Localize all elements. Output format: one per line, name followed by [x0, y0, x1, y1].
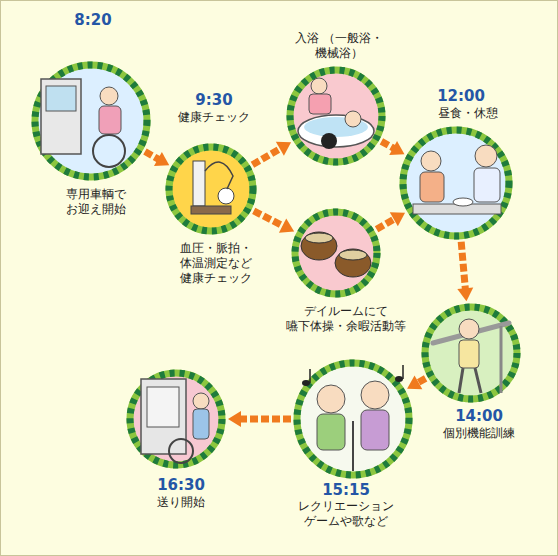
flow-arrow	[407, 375, 426, 389]
flow-arrow	[145, 152, 169, 166]
circle-outline	[31, 61, 151, 181]
circle-outline	[291, 208, 381, 298]
circle-outline	[293, 359, 413, 479]
circle-dash	[425, 307, 517, 399]
arrow-head	[390, 212, 405, 226]
flow-arrow	[377, 212, 405, 229]
schedule-circle: 16:30送り開始	[126, 369, 226, 469]
flow-arrow	[381, 141, 404, 155]
arrow-shaft	[252, 148, 281, 165]
arrow-head	[276, 142, 291, 156]
schedule-circle: 入浴 （一般浴・機械浴）	[286, 66, 386, 166]
circle-outline	[165, 143, 257, 235]
caption-text: 専用車輌で お迎え開始	[51, 187, 141, 217]
time-label: 12:00	[426, 87, 496, 105]
circle-fill	[169, 147, 253, 231]
circle-dash	[169, 147, 253, 231]
schedule-circle: 9:30健康チェック血圧・脈拍・ 体温測定など 健康チェック	[165, 143, 257, 235]
schedule-circle: 12:00昼食・休憩	[399, 126, 513, 240]
flow-arrow	[254, 211, 294, 233]
circle-dash	[297, 363, 409, 475]
flow-arrow	[228, 411, 291, 427]
circle-outline	[399, 126, 513, 240]
circle-fill	[130, 373, 222, 465]
caption-text: 昼食・休憩	[423, 106, 513, 121]
arrow-shaft	[377, 218, 396, 229]
schedule-circle: デイルームにて 嚥下体操・余暇活動等	[291, 208, 381, 298]
caption-text: 健康チェック	[164, 110, 264, 125]
circle-dash	[403, 130, 509, 236]
time-label: 14:00	[444, 407, 514, 425]
arrow-head	[228, 411, 241, 427]
circle-outline	[286, 66, 386, 166]
schedule-circle: 8:20専用車輌で お迎え開始	[31, 61, 151, 181]
circle-dash	[35, 65, 147, 177]
arrow-head	[279, 219, 294, 233]
arrow-head	[389, 141, 404, 155]
time-label: 15:15	[311, 481, 381, 499]
circle-outline	[126, 369, 226, 469]
caption-text: 入浴 （一般浴・機械浴）	[277, 31, 401, 61]
time-label: 8:20	[58, 11, 128, 29]
arrow-head	[457, 288, 473, 302]
time-label: 16:30	[146, 476, 216, 494]
arrow-shaft	[254, 211, 285, 227]
flow-arrow	[457, 242, 473, 301]
caption-text: 個別機能訓練	[429, 426, 529, 441]
caption-text: 送り開始	[141, 495, 221, 510]
arrow-shaft	[239, 416, 291, 423]
music-note-stem	[402, 365, 404, 379]
circle-outline	[421, 303, 521, 403]
caption-text: 血圧・脈拍・ 体温測定など 健康チェック	[166, 241, 266, 286]
circle-fill	[425, 307, 517, 399]
circle-dash	[295, 212, 377, 294]
flow-arrow	[252, 142, 291, 165]
circle-fill	[290, 70, 382, 162]
schedule-circle: 14:00個別機能訓練	[421, 303, 521, 403]
caption-text: デイルームにて 嚥下体操・余暇活動等	[279, 304, 413, 334]
circle-fill	[35, 65, 147, 177]
arrow-head	[154, 152, 169, 166]
arrow-head	[407, 375, 422, 389]
circle-fill	[295, 212, 377, 294]
circle-dash	[290, 70, 382, 162]
caption-text: レクリエーション ゲームや歌など	[289, 499, 403, 529]
circle-dash	[130, 373, 222, 465]
circle-fill	[403, 130, 509, 236]
arrow-shaft	[417, 378, 426, 383]
schedule-circle: 15:15レクリエーション ゲームや歌など	[293, 359, 413, 479]
arrow-shaft	[461, 242, 465, 290]
arrow-shaft	[145, 152, 160, 160]
arrow-shaft	[381, 141, 394, 149]
circle-fill	[297, 363, 409, 475]
time-label: 9:30	[179, 91, 249, 109]
